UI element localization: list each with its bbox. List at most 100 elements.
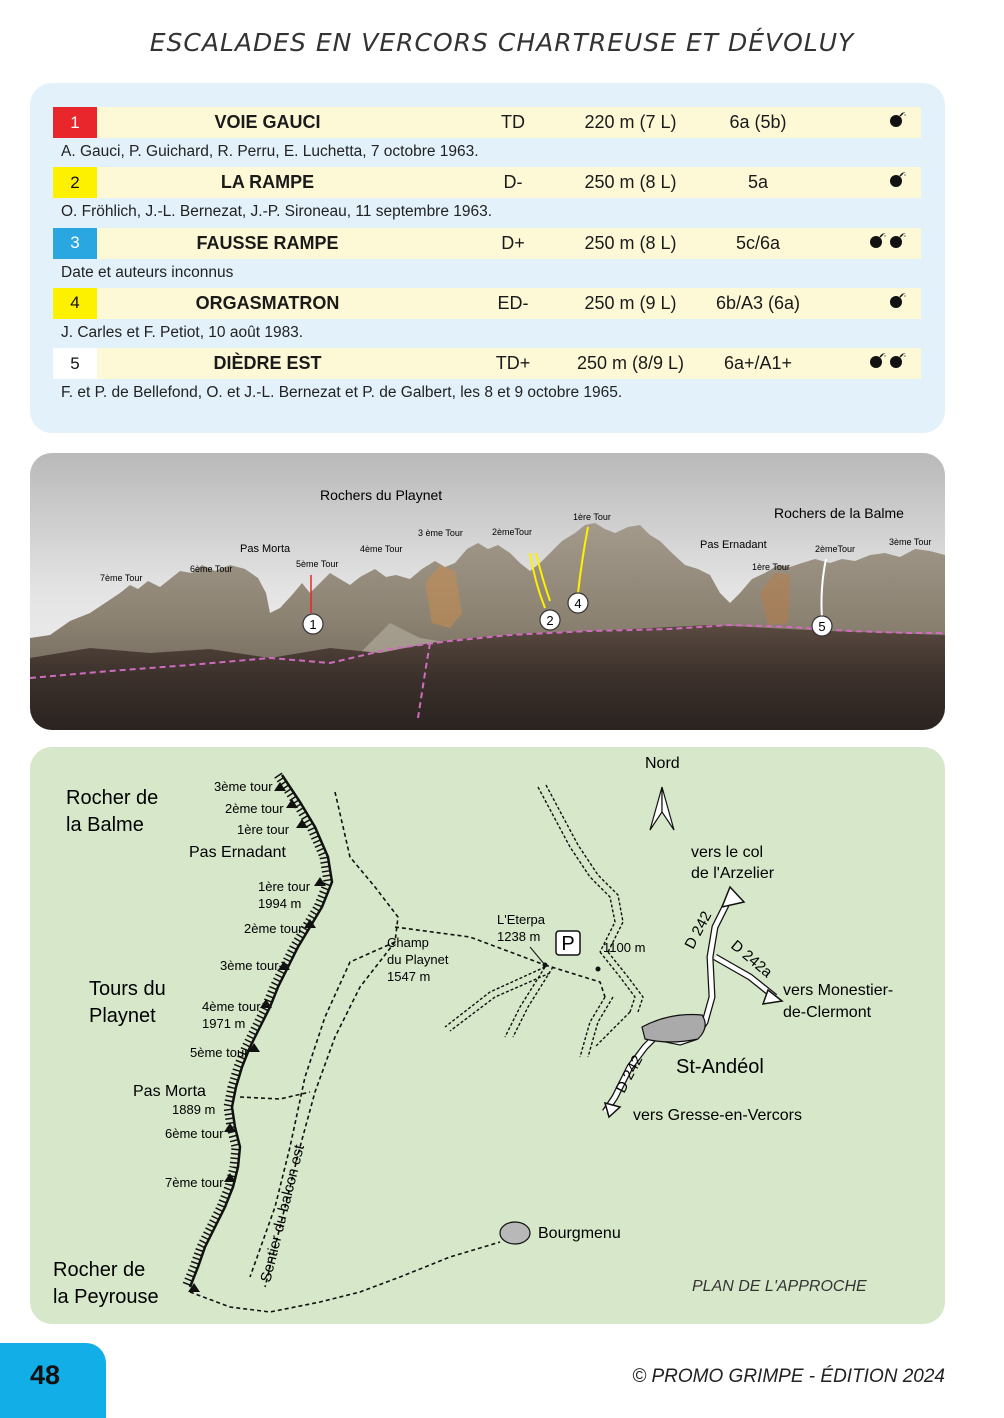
route-row: 4 ORGASMATRON ED- 250 m (9 L) 6b/A3 (6a): [53, 287, 921, 319]
point-1100: [595, 966, 601, 972]
bomb-icon: [889, 171, 907, 193]
parking-icon: P: [555, 930, 581, 956]
label-t5: 5ème tour: [190, 1045, 249, 1060]
route-length: 250 m (9 L): [584, 292, 677, 313]
label-rocher-peyrouse-2: la Peyrouse: [53, 1286, 159, 1308]
route-marker-5: 5: [811, 615, 833, 637]
label-vers-col-2: de l'Arzelier: [691, 865, 775, 882]
topo-photo-svg: 1 2 4 5 Rochers du Playnet Rochers de la…: [30, 453, 945, 730]
bolt-rating: [869, 228, 907, 259]
route-line-3: [535, 552, 551, 602]
bolt-rating: [869, 348, 907, 379]
forest: [30, 625, 945, 730]
route-number: 2: [53, 167, 97, 199]
sunlit-face: [425, 565, 462, 628]
label-tours-playnet-2: Playnet: [89, 1005, 156, 1027]
route-marker-1: 1: [302, 613, 324, 635]
label-t7: 7ème tour: [165, 1175, 224, 1190]
label-bourgmenu: Bourgmenu: [538, 1225, 621, 1242]
summit-markers: [188, 782, 326, 1292]
route-marker-4: 4: [567, 592, 589, 614]
village-st-andeol: [641, 1013, 706, 1043]
route-authors: Date et auteurs inconnus: [61, 263, 234, 281]
eterpa-leader: [529, 946, 546, 966]
route-number: 3: [53, 227, 97, 259]
label-pas-morta: Pas Morta: [240, 543, 291, 555]
page-number-tab: [0, 1343, 106, 1418]
bolt-rating: [889, 107, 907, 138]
label-st-andeol: St-Andéol: [676, 1056, 764, 1078]
label-tour-2: 2èmeTour: [492, 527, 532, 537]
forest-roads: [444, 784, 644, 1058]
svg-text:2: 2: [546, 613, 553, 628]
approach-map: P Rocher de la Balme Tours du Playnet Ro…: [30, 747, 945, 1324]
route-authors: F. et P. de Bellefond, O. et J.-L. Berne…: [61, 384, 623, 402]
bolt-rating: [889, 167, 907, 198]
svg-text:5: 5: [818, 619, 825, 634]
route-marker-2: 2: [539, 609, 561, 631]
label-t1-alt: 1994 m: [258, 896, 301, 911]
route-length: 220 m (7 L): [584, 112, 677, 132]
label-rocher-peyrouse-1: Rocher de: [53, 1259, 145, 1281]
label-balme-tour-2: 2èmeTour: [815, 544, 855, 554]
label-pas-ernadant: Pas Ernadant: [189, 844, 287, 861]
copyright: © PROMO GRIMPE - ÉDITION 2024: [632, 1366, 945, 1387]
label-tour-4: 4ème Tour: [360, 544, 402, 554]
route-number: 1: [53, 107, 97, 138]
label-balme-tour-3: 3ème Tour: [889, 537, 931, 547]
approach-map-svg: P Rocher de la Balme Tours du Playnet Ro…: [53, 755, 893, 1313]
label-t3: 3ème tour: [220, 958, 279, 973]
route-line-2: [529, 552, 546, 609]
label-rochers-playnet: Rochers du Playnet: [320, 487, 442, 503]
label-tour-1: 1ère Tour: [573, 512, 611, 522]
route-authors: A. Gauci, P. Guichard, R. Perru, E. Luch…: [61, 143, 479, 160]
page-number: 48: [30, 1360, 61, 1390]
bomb-icon: [869, 352, 887, 374]
label-sentier: Sentier du balcon est: [257, 1142, 308, 1284]
route-name: VOIE GAUCI: [214, 112, 321, 132]
route-grade: D+: [501, 232, 525, 253]
approach-path-down: [417, 642, 431, 719]
label-alt-1100: 1100 m: [603, 940, 645, 955]
route-number: 5: [53, 348, 97, 380]
label-champ-1: Champ: [387, 935, 429, 950]
route-name: LA RAMPE: [220, 172, 315, 193]
route-name: FAUSSE RAMPE: [196, 232, 339, 253]
label-balme-tour-1: 1ère Tour: [752, 562, 790, 572]
route-diff: 5a: [747, 172, 769, 193]
label-vers-monestier-2: de-Clermont: [783, 1004, 872, 1021]
route-grade: ED-: [497, 292, 529, 313]
label-balme-t1: 1ère tour: [237, 822, 290, 837]
route-number: 4: [53, 287, 97, 319]
route-name: DIÈDRE EST: [213, 353, 322, 374]
bomb-icon: [889, 111, 907, 133]
svg-text:1: 1: [309, 617, 316, 632]
label-tour-6: 6ème Tour: [190, 564, 232, 574]
book-title: ESCALADES EN VERCORS CHARTREUSE ET DÉVOL…: [149, 28, 855, 57]
route-length: 250 m (8 L): [584, 232, 677, 253]
bomb-icon: [889, 291, 907, 314]
route-diff: 6a+/A1+: [723, 353, 793, 374]
route-grade: TD+: [495, 353, 531, 374]
bourgmenu-village: [499, 1221, 531, 1245]
route-diff: 6b/A3 (6a): [715, 292, 801, 313]
label-t1: 1ère tour: [258, 879, 311, 894]
route-diff: 6a (5b): [729, 112, 787, 132]
trails: [189, 791, 606, 1313]
label-north: Nord: [645, 755, 680, 772]
route-diff: 5c/6a: [735, 232, 781, 253]
route-row: 3 FAUSSE RAMPE D+ 250 m (8 L) 5c/6a: [53, 227, 921, 259]
label-tour-7: 7ème Tour: [100, 573, 142, 583]
route-line-4: [577, 526, 589, 594]
map-caption: PLAN DE L'APPROCHE: [692, 1278, 867, 1295]
bolt-rating: [889, 288, 907, 319]
route-length: 250 m (8 L): [584, 172, 677, 193]
sunlit-face: [760, 573, 790, 625]
label-tours-playnet-1: Tours du: [89, 978, 166, 1000]
route-name: ORGASMATRON: [195, 292, 340, 313]
label-tour-5: 5ème Tour: [296, 559, 338, 569]
